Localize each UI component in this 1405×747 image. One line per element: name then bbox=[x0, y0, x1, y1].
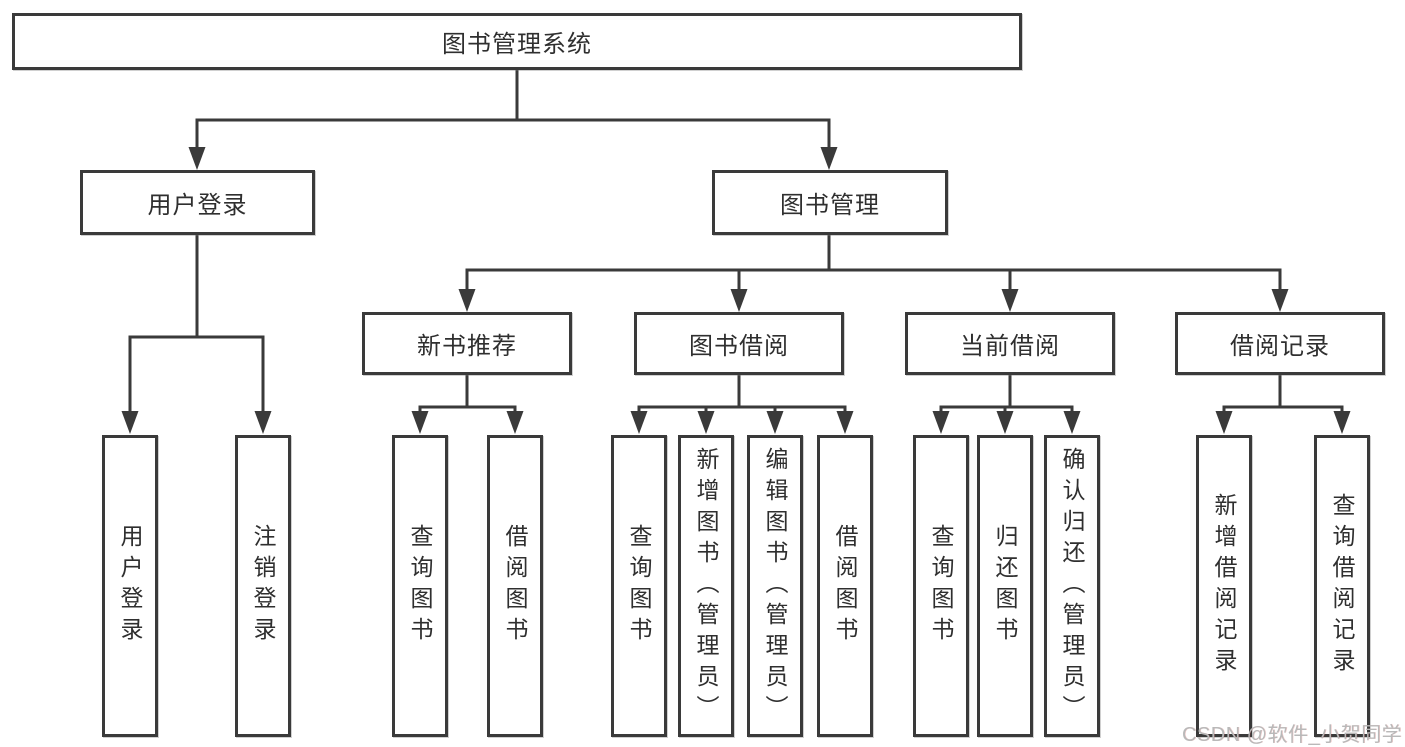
leaf-edit-books-admin: 编辑图书（管理员） bbox=[747, 435, 803, 737]
leaf-logout: 注销登录 bbox=[235, 435, 291, 737]
node-root-system: 图书管理系统 bbox=[12, 13, 1022, 70]
leaf-add-borrow-record: 新增借阅记录 bbox=[1196, 435, 1252, 737]
leaf-query-books-recommend: 查询图书 bbox=[392, 435, 448, 737]
leaf-query-books-current: 查询图书 bbox=[913, 435, 969, 737]
node-new-book-recommend: 新书推荐 bbox=[362, 312, 572, 375]
node-book-borrow: 图书借阅 bbox=[634, 312, 844, 375]
connector-new-book-to-leaves bbox=[411, 373, 524, 434]
connector-root-to-level2 bbox=[188, 68, 838, 170]
node-current-borrow: 当前借阅 bbox=[905, 312, 1115, 375]
leaf-user-login: 用户登录 bbox=[102, 435, 158, 737]
node-user-login: 用户登录 bbox=[80, 170, 315, 235]
connector-current-borrow-to-leaves bbox=[932, 373, 1081, 434]
leaf-borrow-books-recommend: 借阅图书 bbox=[487, 435, 543, 737]
leaf-query-books-borrow: 查询图书 bbox=[611, 435, 667, 737]
leaf-return-books: 归还图书 bbox=[977, 435, 1033, 737]
connector-book-borrow-to-leaves bbox=[630, 373, 854, 434]
leaf-borrow-books: 借阅图书 bbox=[817, 435, 873, 737]
connector-borrow-records-to-leaves bbox=[1215, 373, 1351, 434]
leaf-add-books-admin: 新增图书（管理员） bbox=[678, 435, 734, 737]
leaf-query-borrow-record: 查询借阅记录 bbox=[1314, 435, 1370, 737]
leaf-confirm-return-admin: 确认归还（管理员） bbox=[1044, 435, 1100, 737]
connector-book-management-to-level3 bbox=[458, 233, 1289, 312]
watermark-csdn: CSDN @软件_小贺同学 bbox=[1182, 724, 1403, 746]
connector-user-login-to-leaves bbox=[121, 233, 272, 434]
node-book-management: 图书管理 bbox=[712, 170, 948, 235]
node-borrow-records: 借阅记录 bbox=[1175, 312, 1385, 375]
